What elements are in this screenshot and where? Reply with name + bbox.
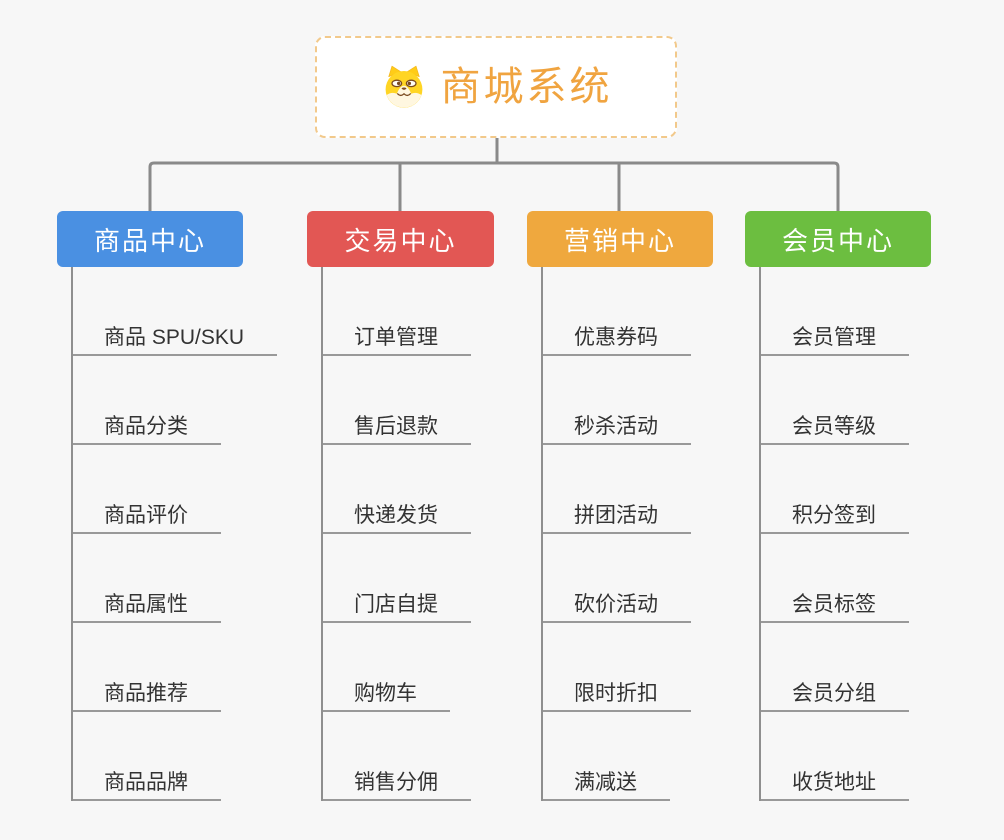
branch-node-marketing-center[interactable]: 营销中心 [527, 211, 713, 267]
branch-children-marketing-center: 优惠券码 秒杀活动 拼团活动 砍价活动 限时折扣 满减送 [541, 267, 691, 801]
leaf-node-label: 商品属性 [104, 593, 188, 616]
leaf-node[interactable]: 会员管理 [761, 325, 909, 356]
leaf-node[interactable]: 会员标签 [761, 592, 909, 623]
leaf-node-label: 快递发货 [354, 504, 438, 527]
shiba-dog-icon [380, 63, 428, 111]
leaf-node-label: 收货地址 [792, 771, 876, 794]
leaf-node[interactable]: 售后退款 [323, 414, 471, 445]
leaf-node[interactable]: 收货地址 [761, 770, 909, 801]
leaf-node[interactable]: 限时折扣 [543, 681, 691, 712]
leaf-node[interactable]: 商品评价 [73, 503, 221, 534]
leaf-node-label: 订单管理 [354, 326, 438, 349]
branch-node-label: 交易中心 [344, 225, 457, 256]
leaf-node-label: 门店自提 [354, 593, 438, 616]
root-node[interactable]: 商城系统 [315, 36, 677, 138]
branch-children-product-center: 商品 SPU/SKU 商品分类 商品评价 商品属性 商品推荐 商品品牌 [71, 267, 278, 801]
leaf-node[interactable]: 销售分佣 [323, 770, 471, 801]
branch-children-trade-center: 订单管理 售后退款 快递发货 门店自提 购物车 销售分佣 [321, 267, 471, 801]
leaf-node[interactable]: 门店自提 [323, 592, 471, 623]
leaf-node-label: 会员管理 [792, 326, 876, 349]
leaf-node[interactable]: 满减送 [543, 770, 670, 801]
leaf-node[interactable]: 拼团活动 [543, 503, 691, 534]
leaf-node-label: 秒杀活动 [574, 415, 658, 438]
leaf-node[interactable]: 会员分组 [761, 681, 909, 712]
leaf-node[interactable]: 优惠券码 [543, 325, 691, 356]
leaf-node-label: 积分签到 [792, 504, 876, 527]
leaf-node-label: 售后退款 [354, 415, 438, 438]
branch-node-label: 会员中心 [781, 225, 894, 256]
leaf-node-label: 会员分组 [792, 682, 876, 705]
branch-connector-rail [148, 161, 840, 211]
leaf-node[interactable]: 秒杀活动 [543, 414, 691, 445]
leaf-node-label: 商品推荐 [104, 682, 188, 705]
leaf-node-label: 拼团活动 [574, 504, 658, 527]
branch-node-label: 营销中心 [563, 225, 676, 256]
leaf-node[interactable]: 商品推荐 [73, 681, 221, 712]
leaf-node[interactable]: 商品分类 [73, 414, 221, 445]
leaf-node-label: 限时折扣 [574, 682, 658, 705]
branch-node-trade-center[interactable]: 交易中心 [307, 211, 494, 267]
leaf-node-label: 商品品牌 [104, 771, 188, 794]
leaf-node[interactable]: 购物车 [323, 681, 450, 712]
leaf-node[interactable]: 快递发货 [323, 503, 471, 534]
leaf-node-label: 优惠券码 [574, 326, 658, 349]
leaf-node[interactable]: 会员等级 [761, 414, 909, 445]
leaf-node-label: 销售分佣 [354, 771, 438, 794]
leaf-node-label: 商品分类 [104, 415, 188, 438]
branch-children-member-center: 会员管理 会员等级 积分签到 会员标签 会员分组 收货地址 [759, 267, 909, 801]
leaf-node[interactable]: 积分签到 [761, 503, 909, 534]
branch-node-label: 商品中心 [93, 225, 206, 256]
root-node-label: 商城系统 [440, 65, 613, 109]
leaf-node[interactable]: 商品属性 [73, 592, 221, 623]
leaf-node-label: 会员等级 [792, 415, 876, 438]
leaf-node[interactable]: 商品 SPU/SKU [73, 325, 278, 356]
leaf-node-label: 购物车 [354, 682, 417, 705]
leaf-node-label: 满减送 [574, 771, 637, 794]
leaf-node-label: 商品 SPU/SKU [104, 326, 245, 349]
leaf-node-label: 商品评价 [104, 504, 188, 527]
leaf-node[interactable]: 商品品牌 [73, 770, 221, 801]
branch-node-member-center[interactable]: 会员中心 [745, 211, 931, 267]
branch-node-product-center[interactable]: 商品中心 [57, 211, 243, 267]
leaf-node-label: 会员标签 [792, 593, 876, 616]
leaf-node[interactable]: 订单管理 [323, 325, 471, 356]
leaf-node[interactable]: 砍价活动 [543, 592, 691, 623]
leaf-node-label: 砍价活动 [574, 593, 658, 616]
